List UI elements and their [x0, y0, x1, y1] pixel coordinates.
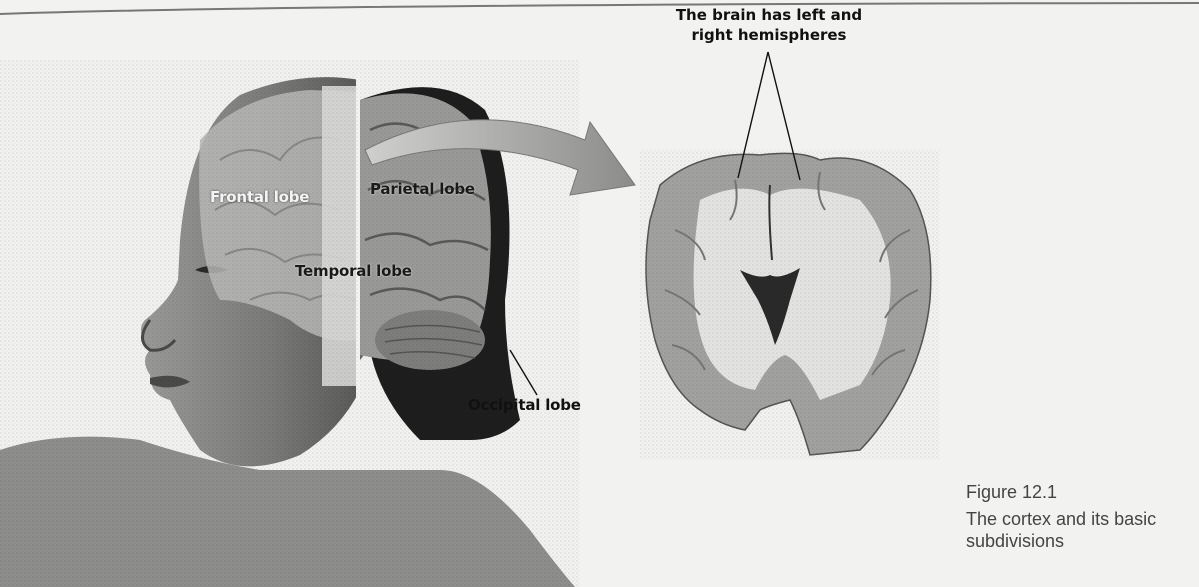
top-rule: [0, 3, 1199, 14]
frontal-lobe-label: Frontal lobe: [210, 188, 309, 206]
coronal-section: [640, 150, 940, 460]
hemispheres-label: The brain has left and right hemispheres: [644, 5, 894, 45]
temporal-lobe-label: Temporal lobe: [295, 262, 412, 280]
hemispheres-label-line1: The brain has left and: [644, 5, 894, 25]
occipital-lobe-label: Occipital lobe: [468, 396, 581, 414]
figure-number: Figure 12.1: [966, 480, 1196, 504]
figure-caption: Figure 12.1 The cortex and its basic sub…: [966, 480, 1196, 552]
parietal-lobe-label: Parietal lobe: [370, 180, 475, 198]
section-stipple: [640, 150, 940, 460]
hemispheres-label-line2: right hemispheres: [644, 25, 894, 45]
figure-caption-text: The cortex and its basic subdivisions: [966, 508, 1196, 552]
